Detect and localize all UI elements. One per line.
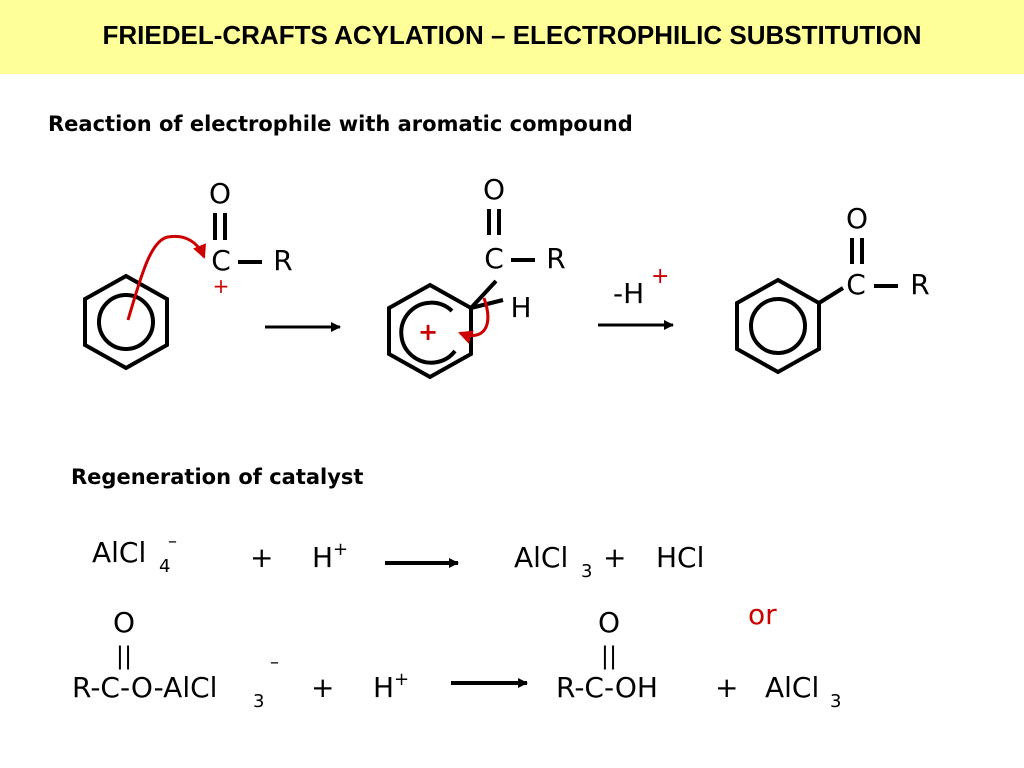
eq2-o-left: O xyxy=(113,606,135,639)
alcl3-sub: 3 xyxy=(581,561,592,582)
eq2-plus-1: + xyxy=(311,671,334,704)
title-bar: FRIEDEL-CRAFTS ACYLATION – ELECTROPHILIC… xyxy=(0,0,1024,74)
heading-regeneration: Regeneration of catalyst xyxy=(71,465,364,489)
eq1-h-base: H xyxy=(312,541,333,574)
equation-2: O || R-C-O-AlCl 3 – + H + O || R-C-OH + … xyxy=(72,606,841,712)
sigma-h: H xyxy=(510,291,531,324)
product-r: R xyxy=(910,268,929,301)
eq2-bond-left: || xyxy=(116,642,132,670)
heading-reaction: Reaction of electrophile with aromatic c… xyxy=(48,112,633,136)
alcl4-base: AlCl xyxy=(92,536,146,569)
eq2-left-sup: – xyxy=(270,652,279,673)
eq2-h-base: H xyxy=(373,671,394,704)
eq2-prod1: R-C-OH xyxy=(556,671,658,704)
eq2-bond-right: || xyxy=(601,642,617,670)
eq2-left: R-C-O-AlCl xyxy=(72,671,217,704)
alcl4-sub: 4 xyxy=(159,556,170,577)
or-label: or xyxy=(748,598,777,631)
product-c: C xyxy=(846,268,866,301)
benzene-ring-1 xyxy=(83,273,169,371)
acylium-r: R xyxy=(273,244,292,277)
acylium-o: O xyxy=(209,177,231,210)
eq2-prod2-base: AlCl xyxy=(765,671,819,704)
curved-arrow-1 xyxy=(126,234,207,321)
slide-title: FRIEDEL-CRAFTS ACYLATION – ELECTROPHILIC… xyxy=(102,20,922,50)
acylium-charge: + xyxy=(213,274,230,298)
sigma-complex: + O C R H xyxy=(387,173,566,380)
eq2-h-sup: + xyxy=(394,669,409,690)
eq2-left-sub: 3 xyxy=(253,691,264,712)
acylium-ion: O C R + xyxy=(209,177,293,298)
sigma-o: O xyxy=(483,173,505,206)
eq1-plus-2: + xyxy=(603,541,626,574)
eq1-h-sup: + xyxy=(333,539,348,560)
alcl4-sup: – xyxy=(168,531,177,552)
eq2-prod2-sub: 3 xyxy=(830,691,841,712)
loss-label: -H xyxy=(613,277,644,310)
sigma-r: R xyxy=(546,242,565,275)
product-o: O xyxy=(846,202,868,235)
alcl3-base: AlCl xyxy=(514,541,568,574)
product-acyl: O C R xyxy=(846,202,930,301)
loss-charge: + xyxy=(651,264,669,289)
acylium-c: C xyxy=(211,244,231,277)
sigma-charge: + xyxy=(418,318,438,346)
eq2-plus-2: + xyxy=(715,671,738,704)
eq1-plus-1: + xyxy=(250,541,273,574)
curved-arrow-2 xyxy=(458,297,490,344)
sigma-c: C xyxy=(484,242,504,275)
benzene-ring-product xyxy=(735,277,845,375)
hcl: HCl xyxy=(656,541,704,574)
eq2-o-right: O xyxy=(598,606,620,639)
equation-1: AlCl 4 – + H + AlCl 3 + HCl xyxy=(92,531,704,582)
